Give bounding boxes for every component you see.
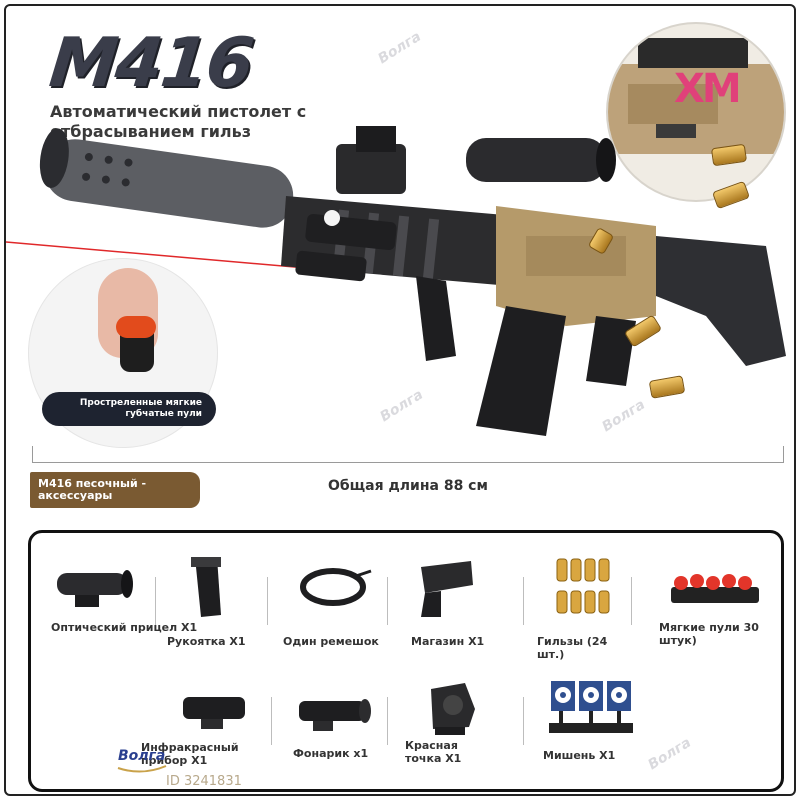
- length-line: [32, 462, 784, 463]
- pistol-grip: [586, 316, 636, 386]
- red-dot-icon: [431, 683, 475, 735]
- accessory-label-target: Мишень X1: [543, 749, 616, 762]
- accessory-label-flashlight: Фонарик x1: [293, 747, 369, 760]
- ejection-detail-icon: [608, 38, 784, 154]
- product-id: ID 3241831: [166, 774, 242, 789]
- magazine: [476, 306, 566, 436]
- watermark: Волга: [375, 28, 424, 68]
- scope-icon: [57, 570, 133, 607]
- shells-icon: [556, 558, 610, 614]
- accessory-label-strap: Один ремешок: [283, 635, 379, 648]
- strap-icon: [300, 568, 372, 606]
- length-tick-right: [783, 446, 784, 462]
- stock: [656, 236, 786, 366]
- volga-logo-icon: [117, 765, 167, 773]
- rifle-illustration: [6, 126, 786, 436]
- separator: [523, 577, 524, 625]
- accessory-label-grip: Рукоятка X1: [167, 635, 246, 648]
- product-title: M416: [45, 24, 256, 103]
- separator: [631, 577, 632, 625]
- soft-bullets-icon: [671, 574, 759, 603]
- flashlight-icon: [299, 699, 371, 731]
- product-subtitle: Автоматический пистолет с отбрасыванием …: [50, 102, 307, 141]
- separator: [387, 697, 388, 745]
- separator: [523, 697, 524, 745]
- total-length-label: Общая длина 88 см: [328, 478, 488, 494]
- fore-grip: [416, 276, 456, 361]
- red-dot-sight: [336, 144, 406, 194]
- separator: [267, 577, 268, 625]
- accessory-label-infrared: Инфракрасный прибор X1: [141, 741, 239, 767]
- separator: [271, 697, 272, 745]
- accessory-label-scope: Оптический прицел X1: [51, 621, 198, 634]
- accessories-panel: Оптический прицел X1 Рукоятка X1 Один ре…: [28, 530, 784, 792]
- accessory-label-magazine: Магазин X1: [411, 635, 485, 648]
- accessory-label-soft-bullets: Мягкие пули 30 штук): [659, 621, 759, 647]
- infrared-icon: [183, 697, 245, 729]
- laser-beam: [6, 241, 307, 269]
- magazine-icon: [421, 561, 473, 617]
- product-frame: M416 Автоматический пистолет с отбрасыва…: [4, 4, 796, 796]
- length-tick-left: [32, 446, 33, 462]
- volga-logo-text: Волга: [118, 748, 166, 764]
- accessory-label-red-dot: Красная точка X1: [405, 739, 462, 765]
- soft-bullet-label: Простреленные мягкие губчатые пули: [42, 392, 216, 426]
- suppressor: [44, 139, 294, 228]
- target-icon: [549, 681, 633, 733]
- separator: [155, 577, 156, 625]
- scope: [466, 138, 606, 182]
- grip-icon: [191, 557, 221, 617]
- separator: [387, 577, 388, 625]
- brand-logo: XM: [674, 66, 742, 112]
- variant-badge: M416 песочный - аксессуары: [30, 472, 200, 508]
- soft-bullet-tip: [116, 316, 156, 338]
- ejection-detail-inset: [606, 22, 786, 202]
- accessory-label-shells: Гильзы (24 шт.): [537, 635, 608, 661]
